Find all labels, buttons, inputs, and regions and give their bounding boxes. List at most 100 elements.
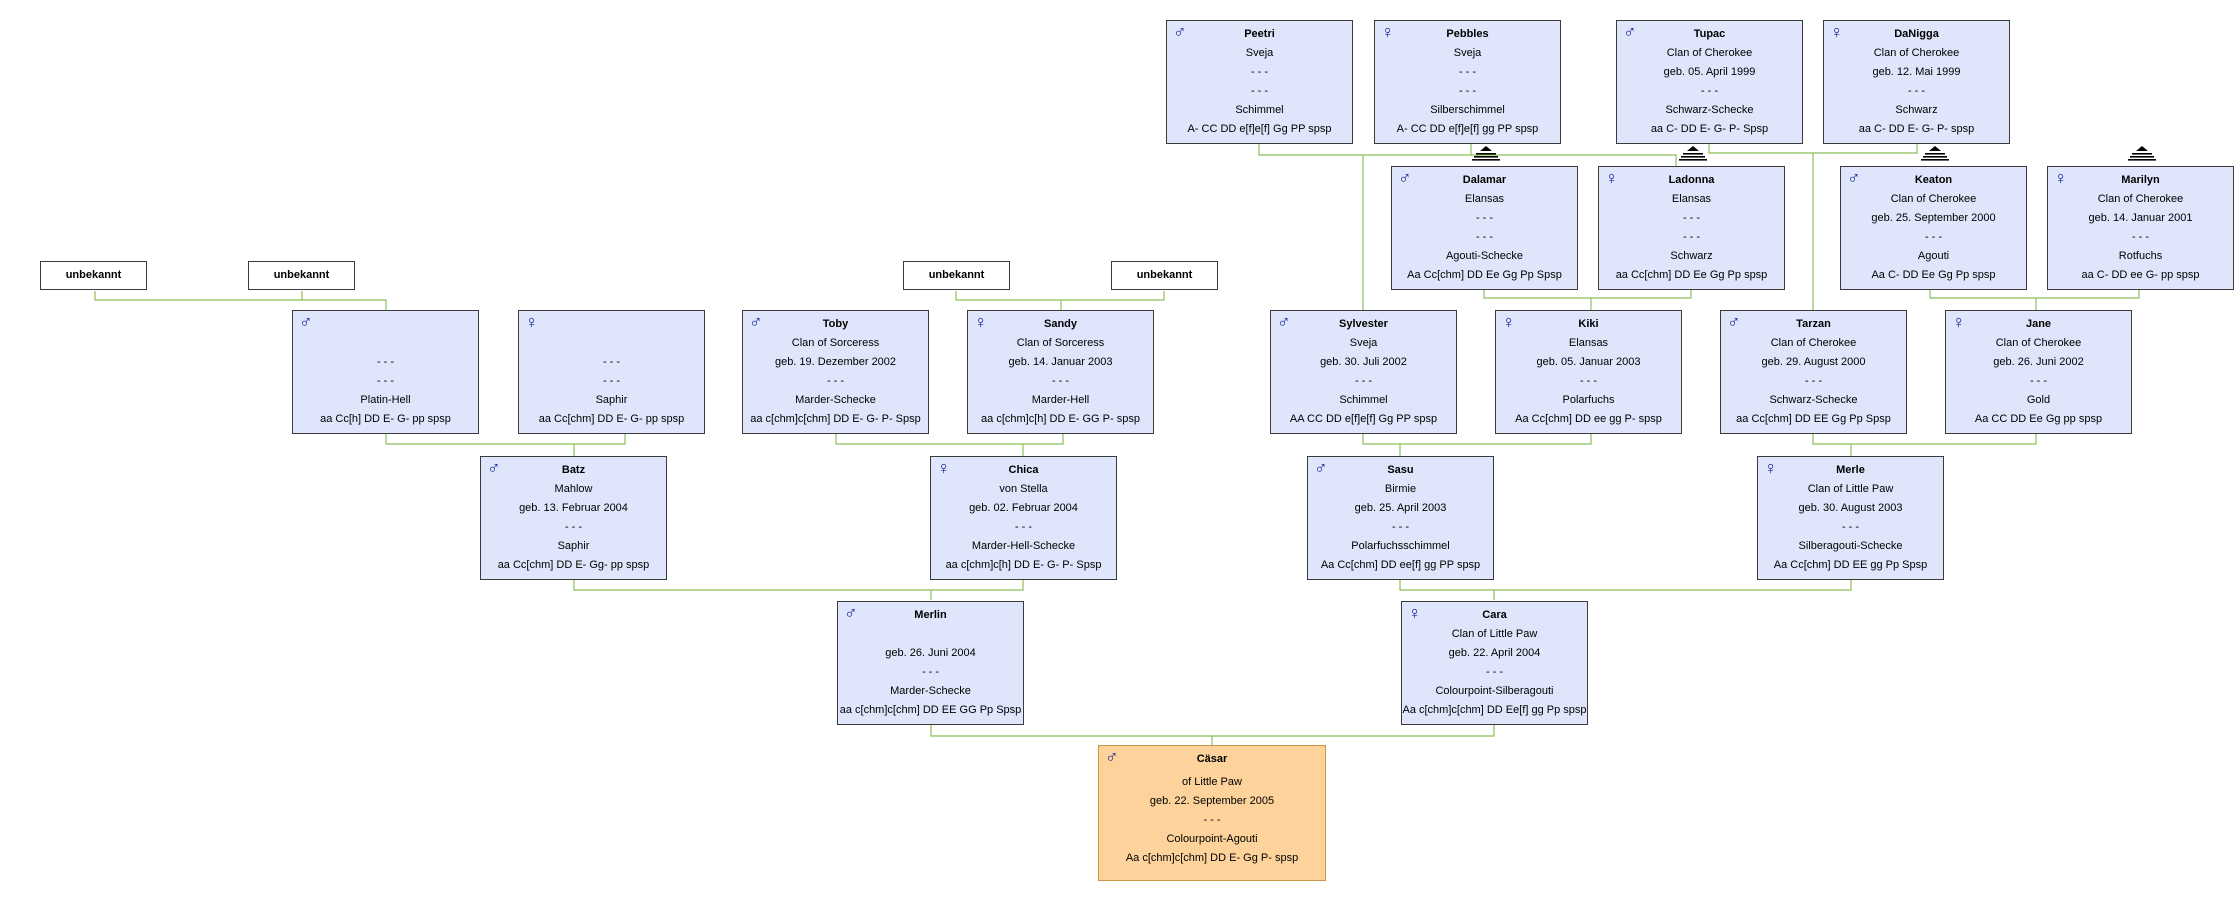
male-icon: ♂ <box>1173 22 1187 42</box>
unknown-label: unbekannt <box>928 269 985 281</box>
more-ancestors-icon[interactable] <box>1678 146 1708 162</box>
unknown-ancestor-box: unbekannt <box>1111 261 1218 290</box>
pedigree-card-jane[interactable]: ♀ Jane Clan of Cherokee geb. 26. Juni 20… <box>1945 310 2132 434</box>
extra-info: - - - <box>376 375 395 387</box>
more-ancestors-icon[interactable] <box>1920 146 1950 162</box>
breeder: Sveja <box>1453 47 1482 59</box>
female-icon: ♀ <box>2054 168 2068 188</box>
extra-info: - - - <box>1841 521 1860 533</box>
genotype: aa Cc[h] DD E- G- pp spsp <box>320 413 451 425</box>
pedigree-card-toby[interactable]: ♂ Toby Clan of Sorceress geb. 19. Dezemb… <box>742 310 929 434</box>
pedigree-card-sasu[interactable]: ♂ Sasu Birmie geb. 25. April 2003 - - - … <box>1307 456 1494 580</box>
genotype: Aa Cc[chm] DD EE gg Pp Spsp <box>1773 559 1928 571</box>
more-ancestors-icon[interactable] <box>1471 146 1501 162</box>
male-icon: ♂ <box>844 603 858 623</box>
pedigree-card-unnamed-male[interactable]: ♂ - - - - - - Platin-Hell aa Cc[h] DD E-… <box>292 310 479 434</box>
pedigree-card-ladonna[interactable]: ♀ Ladonna Elansas - - - - - - Schwarz aa… <box>1598 166 1785 290</box>
genotype: aa C- DD E- G- P- spsp <box>1858 123 1975 135</box>
pedigree-card-marilyn[interactable]: ♀ Marilyn Clan of Cherokee geb. 14. Janu… <box>2047 166 2234 290</box>
color: Silberagouti-Schecke <box>1798 540 1903 552</box>
color: Polarfuchsschimmel <box>1351 540 1450 552</box>
pedigree-card-caesar[interactable]: ♂ Cäsar of Little Paw geb. 22. September… <box>1098 745 1326 881</box>
breeder: Sveja <box>1349 337 1378 349</box>
color: Schimmel <box>1235 104 1284 116</box>
pedigree-card-danigga[interactable]: ♀ DaNigga Clan of Cherokee geb. 12. Mai … <box>1823 20 2010 144</box>
color: Agouti <box>1917 250 1950 262</box>
female-icon: ♀ <box>1408 603 1422 623</box>
pedigree-card-dalamar[interactable]: ♂ Dalamar Elansas - - - - - - Agouti-Sch… <box>1391 166 1578 290</box>
pedigree-card-chica[interactable]: ♀ Chica von Stella geb. 02. Februar 2004… <box>930 456 1117 580</box>
color: Schwarz <box>1670 250 1713 262</box>
pedigree-card-merlin[interactable]: ♂ Merlin geb. 26. Juni 2004 - - - Marder… <box>837 601 1024 725</box>
male-icon: ♂ <box>1277 312 1291 332</box>
pedigree-card-peetri[interactable]: ♂ Peetri Sveja - - - - - - Schimmel A- C… <box>1166 20 1353 144</box>
color: Colourpoint-Silberagouti <box>1435 685 1554 697</box>
extra-info: - - - <box>1924 231 1943 243</box>
birth-date: geb. 25. September 2000 <box>1871 212 1996 224</box>
birth-date: geb. 05. April 1999 <box>1663 66 1756 78</box>
birth-date: - - - <box>602 356 621 368</box>
genotype: AA CC DD e[f]e[f] Gg PP spsp <box>1289 413 1438 425</box>
birth-date: - - - <box>1475 212 1494 224</box>
genotype: Aa C- DD Ee Gg Pp spsp <box>1871 269 1996 281</box>
pedigree-card-tarzan[interactable]: ♂ Tarzan Clan of Cherokee geb. 29. Augus… <box>1720 310 1907 434</box>
color: Silberschimmel <box>1430 104 1505 116</box>
female-icon: ♀ <box>937 458 951 478</box>
pedigree-card-pebbles[interactable]: ♀ Pebbles Sveja - - - - - - Silberschimm… <box>1374 20 1561 144</box>
genotype: Aa Cc[chm] DD ee[f] gg PP spsp <box>1320 559 1481 571</box>
extra-info: - - - <box>2131 231 2150 243</box>
female-icon: ♀ <box>1830 22 1844 42</box>
birth-date: geb. 02. Februar 2004 <box>969 502 1078 514</box>
color: Schimmel <box>1339 394 1388 406</box>
birth-date: geb. 26. Juni 2004 <box>885 647 976 659</box>
extra-info: - - - <box>1907 85 1926 97</box>
animal-name: Cäsar <box>1196 753 1228 765</box>
animal-name <box>293 318 478 332</box>
unknown-label: unbekannt <box>65 269 122 281</box>
pedigree-card-unnamed-female[interactable]: ♀ - - - - - - Saphir aa Cc[chm] DD E- G-… <box>518 310 705 434</box>
animal-name: Tarzan <box>1796 318 1831 330</box>
female-icon: ♀ <box>525 312 539 332</box>
more-ancestors-icon[interactable] <box>2127 146 2157 162</box>
animal-name: Ladonna <box>1668 174 1715 186</box>
genotype: aa c[chm]c[chm] DD E- G- P- Spsp <box>750 413 921 425</box>
birth-date: geb. 29. August 2000 <box>1761 356 1866 368</box>
birth-date: geb. 25. April 2003 <box>1354 502 1447 514</box>
genotype: aa Cc[chm] DD E- Gg- pp spsp <box>497 559 650 571</box>
extra-info: - - - <box>1700 85 1719 97</box>
genotype: aa Cc[chm] DD EE Gg Pp Spsp <box>1736 413 1891 425</box>
color: Polarfuchs <box>1562 394 1615 406</box>
pedigree-card-cara[interactable]: ♀ Cara Clan of Little Paw geb. 22. April… <box>1401 601 1588 725</box>
birth-date: geb. 30. August 2003 <box>1798 502 1903 514</box>
genotype: aa C- DD E- G- P- Spsp <box>1650 123 1769 135</box>
color: Marder-Schecke <box>795 394 876 406</box>
genotype: Aa CC DD Ee Gg pp spsp <box>1974 413 2103 425</box>
pedigree-card-kiki[interactable]: ♀ Kiki Elansas geb. 05. Januar 2003 - - … <box>1495 310 1682 434</box>
animal-name: Kiki <box>1578 318 1599 330</box>
color: Gold <box>2026 394 2051 406</box>
breeder: Clan of Cherokee <box>1666 47 1753 59</box>
animal-name: DaNigga <box>1894 28 1939 40</box>
color: Agouti-Schecke <box>1445 250 1524 262</box>
pedigree-card-tupac[interactable]: ♂ Tupac Clan of Cherokee geb. 05. April … <box>1616 20 1803 144</box>
birth-date: geb. 13. Februar 2004 <box>519 502 628 514</box>
extra-info: - - - <box>564 521 583 533</box>
pedigree-card-sandy[interactable]: ♀ Sandy Clan of Sorceress geb. 14. Janua… <box>967 310 1154 434</box>
pedigree-card-sylvester[interactable]: ♂ Sylvester Sveja geb. 30. Juli 2002 - -… <box>1270 310 1457 434</box>
animal-name: Sasu <box>1387 464 1414 476</box>
extra-info: - - - <box>1485 666 1504 678</box>
animal-name: Marilyn <box>2121 174 2160 186</box>
birth-date: - - - <box>1458 66 1477 78</box>
animal-name: Tupac <box>1693 28 1726 40</box>
pedigree-card-batz[interactable]: ♂ Batz Mahlow geb. 13. Februar 2004 - - … <box>480 456 667 580</box>
male-icon: ♂ <box>1105 747 1119 767</box>
male-icon: ♂ <box>487 458 501 478</box>
pedigree-card-merle[interactable]: ♀ Merle Clan of Little Paw geb. 30. Augu… <box>1757 456 1944 580</box>
breeder: Mahlow <box>554 483 593 495</box>
female-icon: ♀ <box>974 312 988 332</box>
color: Marder-Schecke <box>890 685 971 697</box>
pedigree-card-keaton[interactable]: ♂ Keaton Clan of Cherokee geb. 25. Septe… <box>1840 166 2027 290</box>
extra-info: - - - <box>1391 521 1410 533</box>
extra-info: - - - <box>1682 231 1701 243</box>
